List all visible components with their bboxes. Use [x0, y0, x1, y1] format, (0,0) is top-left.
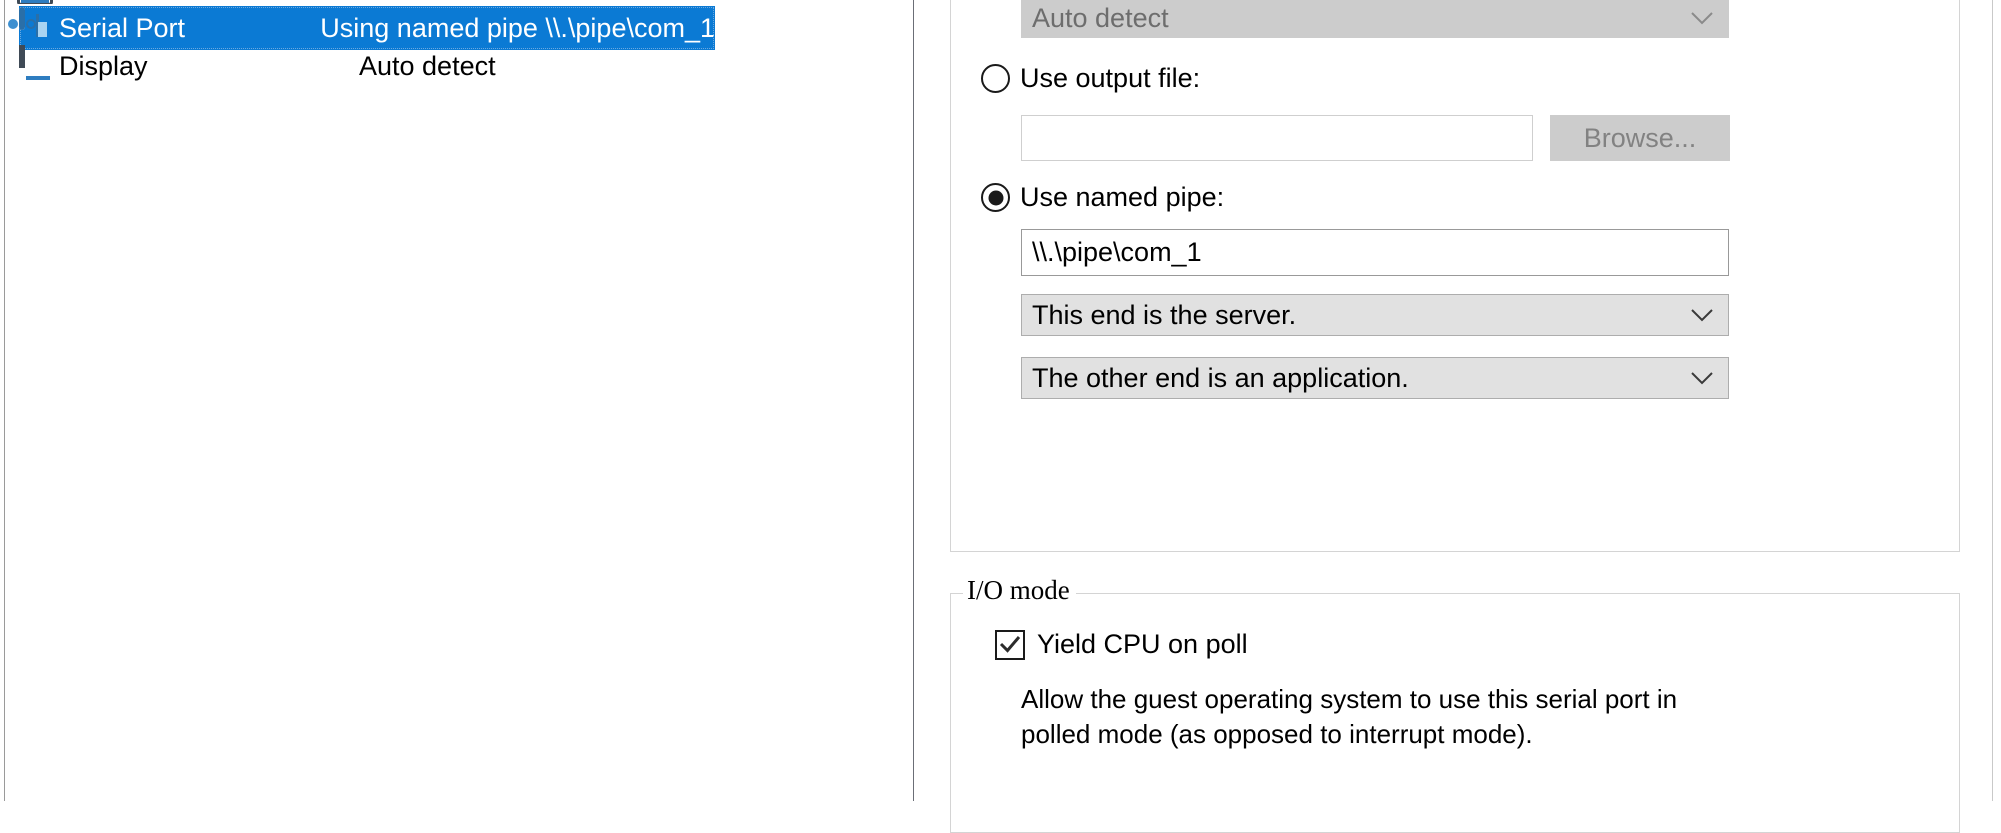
device-row-summary: Auto detect — [359, 50, 496, 81]
radio-checked-icon — [981, 183, 1010, 212]
use-named-pipe-radio[interactable]: Use named pipe: — [981, 182, 1224, 213]
chevron-down-icon — [1691, 372, 1713, 385]
chevron-down-icon — [1691, 12, 1713, 25]
pipe-other-end-value: The other end is an application. — [1032, 362, 1409, 393]
yield-cpu-description: Allow the guest operating system to use … — [1021, 684, 1678, 749]
device-list-panel[interactable]: Serial Port Using named pipe \\.\pipe\co… — [4, 0, 914, 801]
settings-pane: Auto detect Use output file: Browse... U… — [940, 0, 2001, 833]
yield-cpu-on-poll-label: Yield CPU on poll — [1037, 629, 1248, 659]
output-file-path-input[interactable] — [1021, 115, 1533, 161]
pipe-end-role-dropdown[interactable]: This end is the server. — [1021, 294, 1729, 336]
use-output-file-label: Use output file: — [1020, 63, 1201, 93]
connection-groupbox: Auto detect Use output file: Browse... U… — [950, 0, 1960, 552]
device-row-label: Display — [59, 50, 148, 81]
use-output-file-radio[interactable]: Use output file: — [981, 63, 1200, 94]
radio-unchecked-icon — [981, 64, 1010, 93]
pipe-end-role-value: This end is the server. — [1032, 299, 1297, 330]
device-row-serial-port[interactable]: Serial Port Using named pipe \\.\pipe\co… — [8, 6, 715, 50]
serial-device-dropdown[interactable]: Auto detect — [1021, 0, 1729, 38]
checkbox-checked-icon — [995, 629, 1025, 660]
browse-button[interactable]: Browse... — [1550, 115, 1730, 161]
chevron-down-icon — [1691, 309, 1713, 322]
device-row-label: Serial Port — [59, 12, 186, 43]
named-pipe-path-value: \\.\pipe\com_1 — [1032, 237, 1202, 267]
browse-button-label: Browse... — [1583, 122, 1697, 153]
pipe-other-end-dropdown[interactable]: The other end is an application. — [1021, 357, 1729, 399]
io-mode-legend: I/O mode — [963, 575, 1076, 606]
device-row-summary: Using named pipe \\.\pipe\com_1 — [320, 12, 715, 43]
use-named-pipe-label: Use named pipe: — [1020, 182, 1225, 212]
monitor-stand-icon — [21, 0, 49, 3]
device-row-display[interactable]: Display Auto detect — [19, 44, 496, 88]
serial-device-dropdown-value: Auto detect — [1032, 2, 1169, 33]
partial-device-icon-above — [17, 0, 57, 4]
named-pipe-path-input[interactable]: \\.\pipe\com_1 — [1021, 229, 1729, 276]
io-mode-groupbox: I/O mode Yield CPU on poll Allow the gue… — [950, 575, 1960, 833]
yield-cpu-on-poll-checkbox[interactable]: Yield CPU on poll — [995, 629, 1248, 660]
display-monitor-icon — [19, 45, 55, 84]
serial-port-icon — [8, 7, 55, 46]
